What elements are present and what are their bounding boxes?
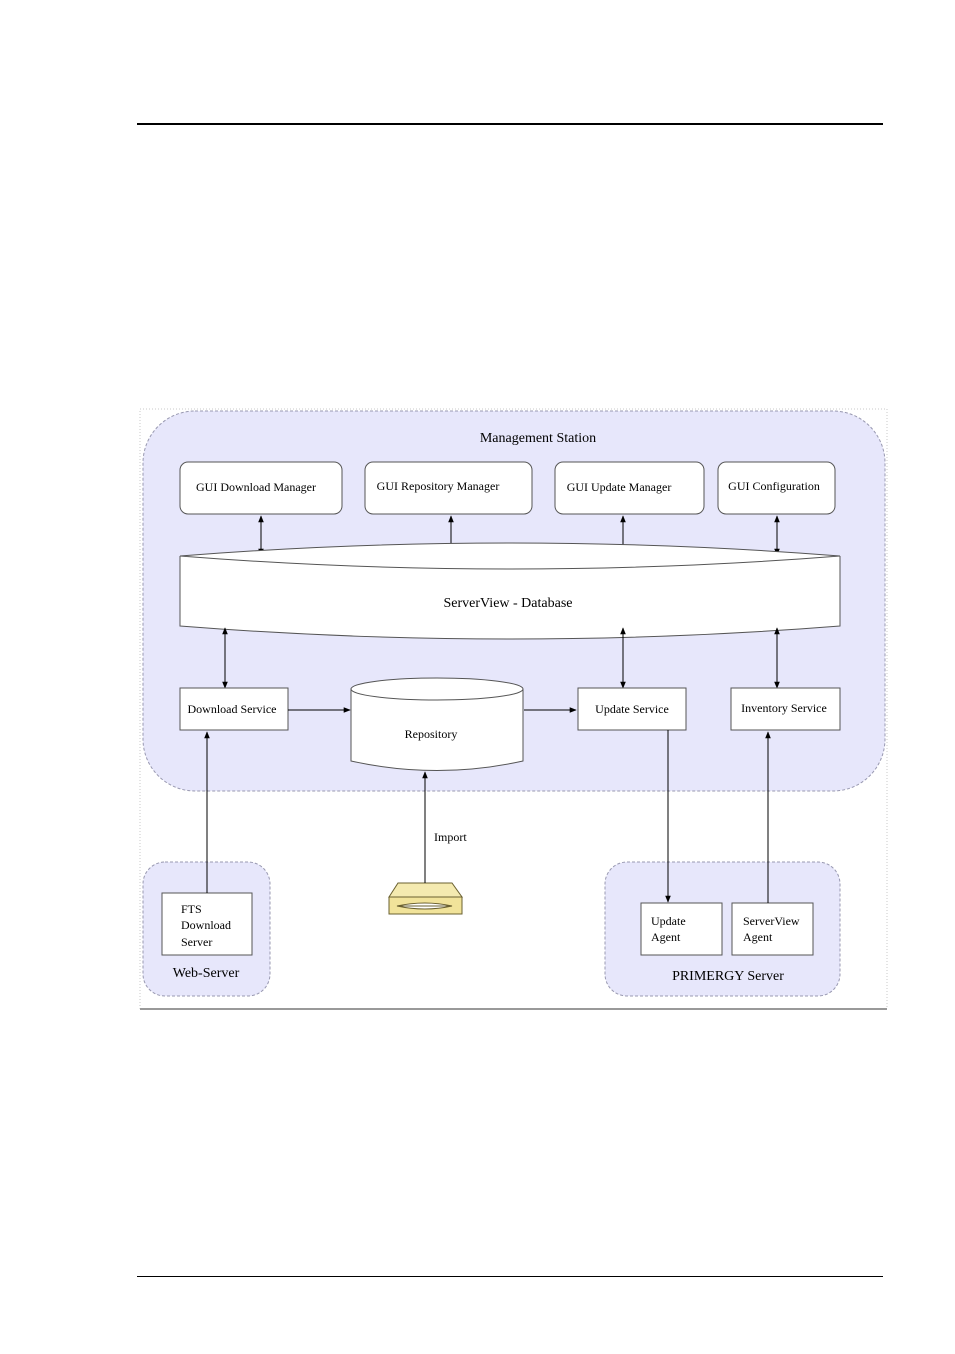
import-label: Import bbox=[434, 830, 467, 844]
gui-download-manager-box: GUI Download Manager bbox=[180, 462, 342, 514]
database-label: ServerView - Database bbox=[444, 596, 573, 611]
svg-text:Download Service: Download Service bbox=[188, 702, 277, 716]
svg-text:GUI Update Manager: GUI Update Manager bbox=[567, 480, 672, 494]
repository-cylinder: Repository bbox=[351, 678, 523, 771]
update-service-box: Update Service bbox=[578, 688, 686, 730]
serverview-database: ServerView - Database bbox=[180, 543, 840, 639]
download-service-box: Download Service bbox=[180, 688, 288, 730]
svg-text:Update Service: Update Service bbox=[595, 702, 669, 716]
serverview-agent-box: ServerView Agent bbox=[732, 903, 813, 955]
primergy-server-label: PRIMERGY Server bbox=[672, 969, 784, 984]
gui-update-manager-box: GUI Update Manager bbox=[555, 462, 704, 514]
svg-text:GUI Repository Manager: GUI Repository Manager bbox=[377, 479, 500, 493]
svg-text:GUI Download Manager: GUI Download Manager bbox=[196, 480, 316, 494]
cd-drive-icon bbox=[389, 883, 462, 914]
svg-text:GUI Configuration: GUI Configuration bbox=[728, 479, 820, 493]
update-agent-box: Update Agent bbox=[641, 903, 722, 955]
management-station-label: Management Station bbox=[480, 431, 596, 446]
repository-label: Repository bbox=[405, 727, 458, 741]
web-server-label: Web-Server bbox=[173, 966, 240, 981]
footer-rule bbox=[137, 1276, 883, 1277]
gui-configuration-box: GUI Configuration bbox=[718, 462, 835, 514]
gui-repository-manager-box: GUI Repository Manager bbox=[365, 462, 532, 514]
svg-text:Inventory Service: Inventory Service bbox=[741, 701, 827, 715]
inventory-service-box: Inventory Service bbox=[731, 688, 840, 730]
fts-download-server-box: FTS Download Server bbox=[162, 893, 252, 955]
